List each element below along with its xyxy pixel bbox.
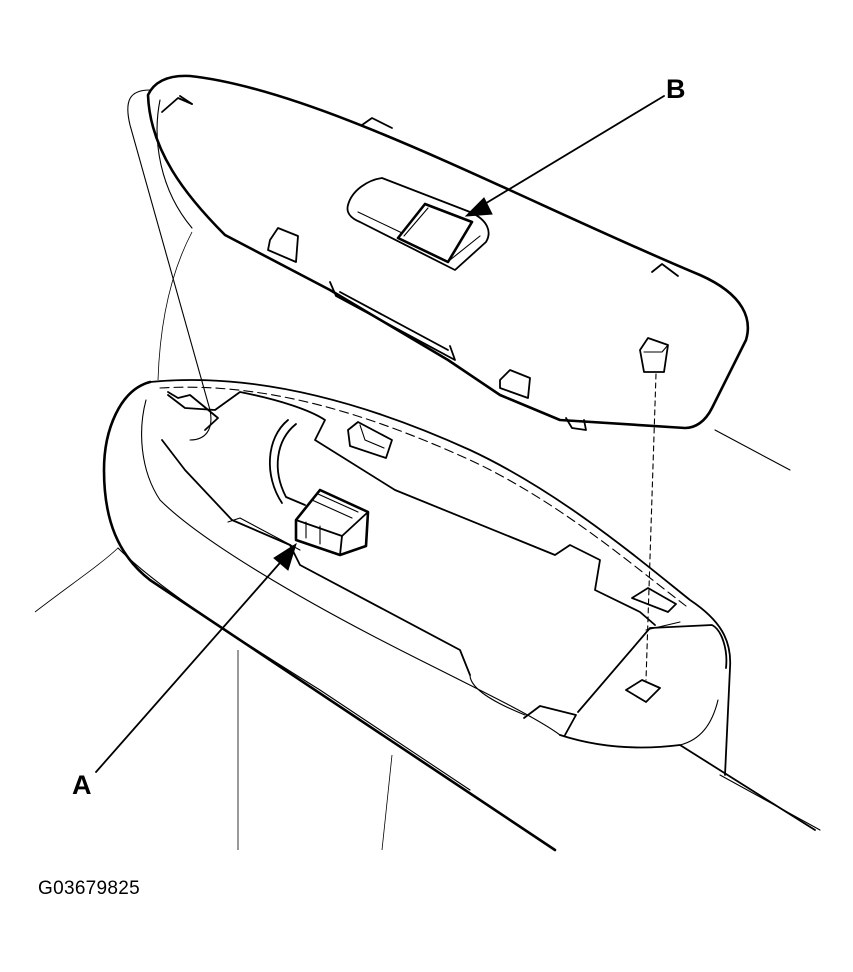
leader-line-b [464, 95, 665, 217]
armrest-pocket [161, 391, 677, 736]
arrowhead-a-icon [273, 542, 297, 571]
connector-a [294, 488, 370, 557]
alignment-guides [127, 89, 657, 681]
callout-label-a: A [72, 770, 92, 800]
figure-code: G03679825 [38, 878, 141, 899]
leader-line-a [95, 542, 297, 773]
arrowhead-b-icon [464, 197, 493, 217]
armrest-base [102, 379, 816, 852]
wire-harness [269, 419, 306, 506]
switch-panel [146, 74, 750, 431]
callout-label-b: B [666, 74, 686, 104]
